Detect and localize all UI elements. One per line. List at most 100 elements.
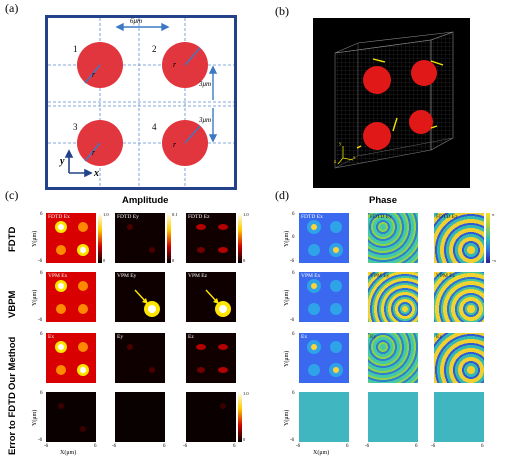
amplitude-map-our-ex: Ex [46, 333, 96, 383]
colorbar-min: -π [492, 258, 496, 263]
phase-error-ez [434, 392, 484, 442]
y-axis-label: Y(μm) [284, 350, 290, 367]
tick-label: 6 [40, 212, 43, 217]
vertical-spacing-label: 3μm [199, 116, 212, 124]
amplitude-map-vpm-ex: VPM Ex [46, 272, 96, 322]
amplitude-map-vpm-ez: VPM Ez [186, 272, 236, 322]
tick-label: -6 [38, 259, 43, 264]
lattice-diagram [45, 15, 237, 190]
tile-title: VPM Ez [436, 273, 456, 279]
tile-title: FDTD Ez [188, 214, 210, 220]
panel-label-a: (a) [5, 1, 19, 15]
rod-number-2: 2 [152, 44, 157, 54]
tick-label: -6 [365, 444, 370, 449]
amplitude-map-our-ez: Ez [186, 333, 236, 383]
tile-title: Ez [436, 334, 442, 340]
phase-map-our-ey: Ey [368, 333, 418, 383]
colorbar-min: 0 [103, 258, 106, 263]
tick-label: -6 [431, 444, 436, 449]
colorbar-max: π [492, 212, 495, 217]
y-axis-label: Y(μm) [32, 289, 38, 306]
y-axis-label: Y(μm) [284, 230, 290, 247]
tile-title: Ey [117, 334, 124, 340]
tick-label: -6 [38, 318, 43, 323]
tile-title: VPM Ex [301, 273, 321, 279]
tick-label: 0 [292, 235, 295, 240]
axis-x-label: x [94, 168, 99, 179]
rod-number-3: 3 [73, 122, 78, 132]
tile-title: FDTD Ez [436, 214, 458, 220]
tile-title: FDTD Ex [301, 214, 323, 220]
horizontal-spacing-label: 6μm [130, 17, 143, 25]
phase-map-fdtd-ez: FDTD Ez [434, 213, 484, 263]
radius-label: r [173, 60, 177, 69]
tile-title: Ey [370, 334, 377, 340]
phase-map-fdtd-ey: FDTD Ey [368, 213, 418, 263]
tick-label: -6 [290, 318, 295, 323]
tick-label: 6 [292, 212, 295, 217]
3d-axis-label-z: z [334, 160, 337, 165]
rod-sphere [411, 60, 437, 86]
tick-label: 6 [40, 391, 43, 396]
axis-y-label: y [60, 156, 65, 167]
colorbar-amp-error [238, 392, 242, 442]
y-axis-label: Y(μm) [32, 230, 38, 247]
tick-label: -6 [38, 438, 43, 443]
tile-title: VPM Ex [48, 273, 68, 279]
tile-title: FDTD Ey [370, 214, 392, 220]
tick-label: 6 [40, 332, 43, 337]
tile-title: FDTD Ey [117, 214, 139, 220]
tick-label: -6 [183, 444, 188, 449]
colorbar-amp-ex [98, 213, 102, 263]
colorbar-min: 0 [172, 258, 175, 263]
tile-title: Ez [188, 334, 194, 340]
amplitude-map-fdtd-ez: FDTD Ez [186, 213, 236, 263]
tile-title: VPM Ey [117, 273, 137, 279]
tick-label: -6 [290, 259, 295, 264]
tick-label: 6 [292, 332, 295, 337]
tick-label: 6 [346, 444, 349, 449]
tick-label: -6 [44, 444, 49, 449]
tick-label: 6 [481, 444, 484, 449]
colorbar-max: 1.0 [243, 391, 249, 396]
amplitude-map-fdtd-ex: FDTD Ex [46, 213, 96, 263]
y-axis-label: Y(μm) [284, 289, 290, 306]
phase-error-ey [368, 392, 418, 442]
radius-label: r [173, 140, 177, 149]
amplitude-error-ez [186, 392, 236, 442]
colorbar-min: 0 [243, 437, 246, 442]
phase-title: Phase [369, 195, 397, 206]
amplitude-title: Amplitude [122, 195, 169, 206]
amplitude-map-our-ey: Ey [115, 333, 165, 383]
radius-label: r [92, 148, 96, 157]
row-label-our-method: Our Method [7, 336, 18, 390]
tick-label: 6 [233, 444, 236, 449]
row-label-vbpm: VBPM [7, 290, 18, 318]
vertical-spacing-label: 3μm [199, 80, 212, 88]
3d-simulation-view [313, 18, 470, 188]
tick-label: -6 [290, 438, 295, 443]
phase-map-vpm-ex: VPM Ex [299, 272, 349, 322]
y-axis-label: Y(μm) [32, 409, 38, 426]
rod-spheres [363, 60, 437, 150]
radius-label: r [92, 70, 96, 79]
rod-sphere [363, 66, 391, 94]
tick-label: 6 [40, 271, 43, 276]
row-label-error: Error to FDTD [7, 392, 18, 455]
colorbar-min: 0 [243, 258, 246, 263]
colorbar-amp-ez [238, 213, 242, 263]
amplitude-error-ex [46, 392, 96, 442]
x-axis-label: X(μm) [60, 450, 77, 456]
tick-label: 6 [415, 444, 418, 449]
tile-title: VPM Ez [188, 273, 208, 279]
panel-label-d: (d) [275, 188, 289, 202]
colorbar-max: 0.1 [172, 212, 178, 217]
amplitude-error-ey [115, 392, 165, 442]
tick-label: -6 [112, 444, 117, 449]
colorbar-max: 1.0 [243, 212, 249, 217]
amplitude-map-vpm-ey: VPM Ey [115, 272, 165, 322]
phase-error-ex [299, 392, 349, 442]
colorbar-phase [486, 213, 490, 263]
tick-label: 6 [94, 444, 97, 449]
rod-circle [77, 120, 123, 166]
